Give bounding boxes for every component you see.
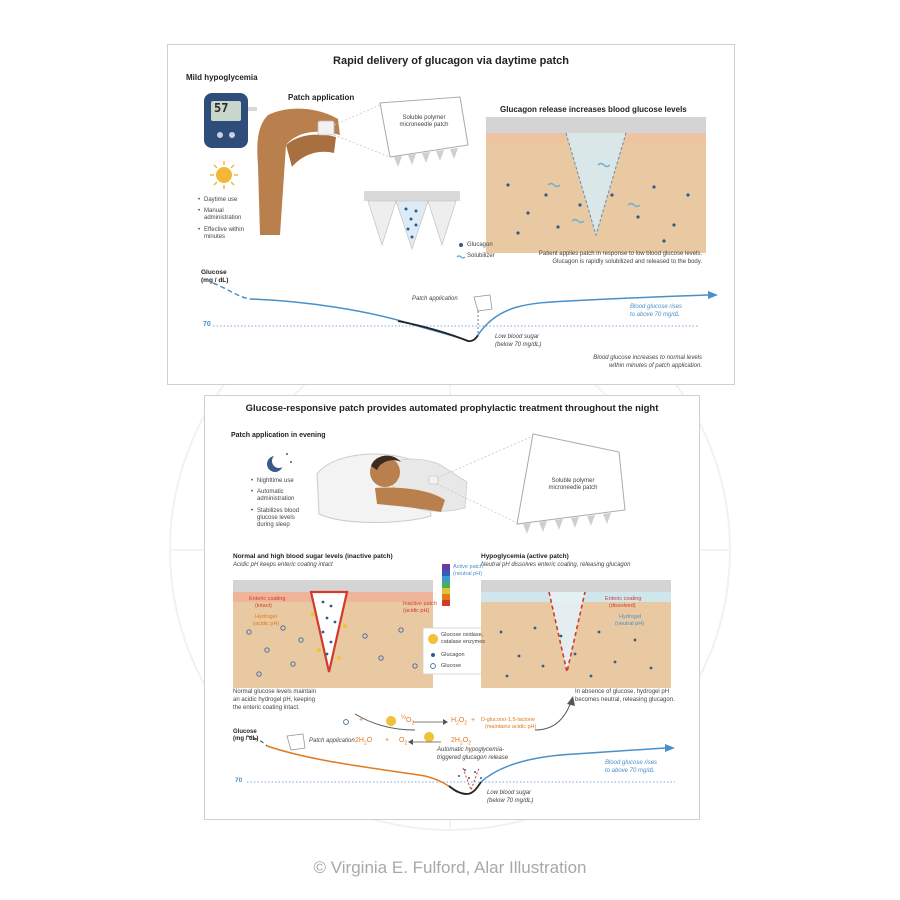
panel1-title: Rapid delivery of glucagon via daytime p…	[333, 55, 569, 67]
hydrogel-neutral-label-1: Hydrogel	[619, 614, 642, 620]
eq-o2-2: O2	[399, 737, 408, 747]
bullet-item: Nighttime use	[251, 478, 311, 485]
glucose-graph-nighttime	[246, 733, 675, 795]
meter-reading: 57	[214, 101, 229, 115]
eq-plus-2: +	[471, 717, 476, 724]
hydrogel-acidic-label-2: (acidic pH)	[253, 621, 280, 627]
graph2-low-2: (below 70 mg/dL)	[487, 798, 534, 804]
graph2-rise-2: to above 70 mg/dL	[605, 768, 655, 774]
inactive-title: Normal and high blood sugar levels (inac…	[233, 553, 393, 560]
mild-hypoglycemia-label: Mild hypoglycemia	[186, 73, 258, 82]
evening-label: Patch application in evening	[231, 432, 326, 439]
inactive-patch-label-2: (acidic pH)	[403, 608, 430, 614]
nighttime-bullets: Nighttime use Automatic administration S…	[251, 478, 311, 533]
bullet-item: Manual administration	[198, 208, 260, 222]
ph-color-bar	[442, 564, 450, 606]
graph2-ylabel-1: Glucose	[233, 729, 257, 735]
release-desc-line2: Glucagon is rapidly solubilized and rele…	[552, 259, 702, 265]
daytime-bullets: Daytime use Manual administration Effect…	[198, 197, 260, 245]
active-subtitle: Neutral pH dissolves enteric coating, re…	[481, 562, 631, 568]
release-title: Glucagon release increases blood glucose…	[500, 105, 687, 114]
active-patch-section	[481, 580, 671, 688]
arm-illustration	[257, 108, 340, 235]
hydrogel-neutral-label-2: (neutral pH)	[615, 621, 645, 627]
patch-bubble-label-2: Soluble polymer microneedle patch	[548, 478, 598, 491]
left-caption-2: an acidic hydrogel pH, keeping	[233, 697, 316, 703]
active-patch-label-1: Active patch	[453, 564, 483, 570]
graph2-patch-label: Patch application	[309, 738, 355, 744]
glucose-graph-daytime	[212, 282, 718, 343]
eq-half: ½	[401, 715, 407, 721]
active-patch-label-2: (neutral pH)	[453, 571, 483, 577]
glucagon-legend-label-2: Glucagon	[441, 652, 465, 658]
inactive-patch-section	[233, 580, 433, 688]
right-caption-2: becomes neutral, releasing glucagon.	[575, 697, 675, 703]
graph1-low-1: Low blood sugar	[495, 334, 540, 340]
daytime-patch-panel: Rapid delivery of glucagon via daytime p…	[167, 44, 735, 385]
microneedle-cross-section	[364, 191, 460, 250]
moon-icon	[267, 453, 292, 472]
eq-product-1: D-glucono-1,5-lactone	[481, 717, 536, 723]
graph2-auto-1: Automatic hypoglycemia-	[437, 747, 505, 753]
enzyme-legend-label-1: Glucose oxidase,	[441, 632, 484, 638]
skin-release-diagram	[486, 117, 706, 253]
daytime-artwork	[204, 93, 718, 343]
sleeping-person-illustration	[316, 453, 468, 523]
bullet-item: Stabilizes blood glucose levels during s…	[251, 508, 311, 530]
copyright-credit: © Virginia E. Fulford, Alar Illustration	[313, 858, 587, 877]
inactive-patch-label-1: Inactive patch	[403, 601, 437, 607]
eq-water-left: 2H2O	[355, 737, 373, 747]
graph1-ylabel-1: Glucose	[201, 269, 227, 276]
graph1-footer-1: Blood glucose increases to normal levels	[593, 355, 702, 361]
eq-plus-1: +	[359, 717, 364, 724]
graph1-ref-value: 70	[203, 321, 211, 328]
graph1-ylabel-2: (mg / dL)	[201, 277, 229, 284]
left-caption-1: Normal glucose levels maintain	[233, 689, 317, 695]
right-caption-1: In absence of glucose, hydrogel pH	[575, 689, 670, 695]
enteric-dissolved-label-1: Enteric coating	[605, 596, 642, 602]
bullet-item: Daytime use	[198, 197, 260, 204]
panel2-title: Glucose-responsive patch provides automa…	[245, 403, 659, 414]
enteric-intact-label-1: Enteric coating	[249, 596, 286, 602]
patch-application-label: Patch application	[288, 93, 355, 102]
bullet-item: Effective within minutes	[198, 227, 260, 241]
graph1-rise-1: Blood glucose rises	[630, 304, 683, 310]
enteric-intact-label-2: (intact)	[255, 603, 272, 609]
glucose-meter-icon	[204, 93, 257, 148]
patch-bubble-label: Soluble polymer microneedle patch	[399, 115, 449, 128]
release-desc-line1: Patient applies patch in response to low…	[538, 251, 702, 257]
sun-icon	[210, 161, 238, 189]
graph2-ylabel-2: (mg / dL)	[233, 736, 259, 742]
graph1-footer-2: within minutes of patch application.	[608, 363, 702, 369]
enteric-dissolved-label-2: (dissolved)	[609, 603, 636, 609]
eq-h2o2: H2O2	[451, 717, 468, 727]
enzyme-legend-label-2: catalase enzymes	[441, 639, 486, 645]
reaction-equations	[343, 716, 448, 745]
graph2-ref-value: 70	[235, 777, 243, 784]
solubilizer-legend-icon	[456, 255, 466, 259]
microneedle-patch-bubble-2	[516, 433, 626, 534]
eq-product-2: (maintains acidic pH)	[485, 724, 537, 730]
graph2-auto-2: triggered glucagon release	[437, 755, 509, 761]
eq-plus-3: +	[385, 737, 390, 744]
graph1-low-2: (below 70 mg/dL)	[495, 342, 542, 348]
nighttime-artwork	[233, 433, 675, 795]
graph2-low-1: Low blood sugar	[487, 790, 532, 796]
bullet-item: Automatic administration	[251, 489, 311, 503]
glucagon-legend-dot	[459, 243, 463, 247]
eq-h2o2-2: 2H2O2	[451, 737, 471, 747]
microneedle-patch-bubble	[379, 96, 469, 167]
inactive-subtitle: Acidic pH keeps enteric coating intact	[233, 562, 333, 568]
nighttime-patch-panel: Glucose-responsive patch provides automa…	[204, 395, 700, 820]
solubilizer-legend-label: Solubilizer	[467, 253, 495, 259]
hydrogel-acidic-label-1: Hydrogel	[255, 614, 278, 620]
active-title: Hypoglycemia (active patch)	[481, 553, 569, 560]
left-caption-3: the enteric coating intact.	[233, 705, 300, 711]
glucagon-legend-label: Glucagon	[467, 242, 493, 248]
eq-o2: O2	[406, 717, 415, 727]
graph2-rise-1: Blood glucose rises	[605, 760, 658, 766]
graph1-rise-2: to above 70 mg/dL	[630, 312, 680, 318]
graph1-patch-label: Patch application	[412, 296, 458, 302]
glucose-legend-label: Glucose	[441, 663, 462, 669]
